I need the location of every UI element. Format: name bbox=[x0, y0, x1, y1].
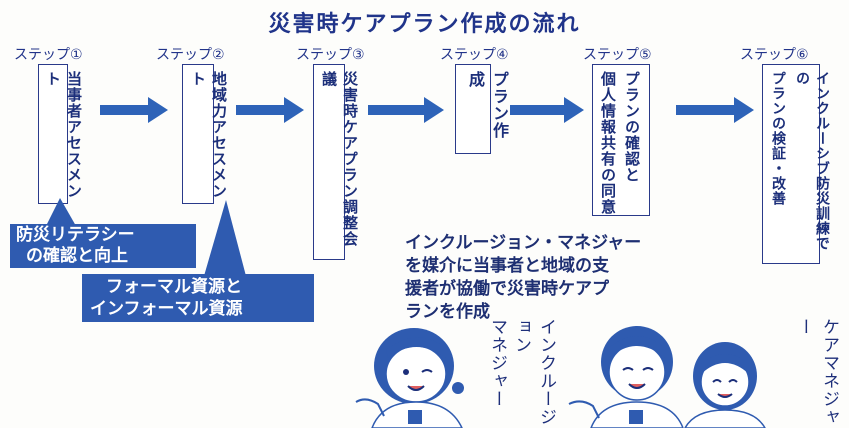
callout-literacy-pointer bbox=[46, 198, 76, 226]
inclusion-manager-illustration bbox=[355, 328, 464, 428]
role-inclusion-manager-line1: インクルージョン bbox=[511, 318, 556, 426]
step-5-text-line2: 個人情報共有の同意 bbox=[599, 71, 617, 215]
arrow-4-to-5 bbox=[510, 97, 584, 123]
role-care-manager: ケアマネジャー bbox=[794, 318, 839, 426]
step-1-text: 当事者アセスメント bbox=[44, 71, 83, 199]
arrow-2-to-3 bbox=[236, 97, 304, 123]
step-5-label: ステップ⑤ bbox=[583, 47, 652, 63]
step-5-box: プランの確認と 個人情報共有の同意 bbox=[592, 64, 650, 216]
callout-resources-line2: インフォーマル資源 bbox=[90, 299, 243, 319]
step-1-label: ステップ① bbox=[14, 47, 83, 63]
arrow-1-to-2 bbox=[100, 97, 168, 123]
summary-line-3: 援者が協働で災害時ケアプ bbox=[405, 279, 609, 299]
step-3-label: ステップ③ bbox=[296, 47, 365, 63]
summary-line-4: ランを作成 bbox=[405, 302, 490, 322]
callout-resources-line1: フォーマル資源と bbox=[106, 277, 242, 297]
step-3-box: 災害時ケアプラン調整会議 bbox=[313, 64, 359, 260]
step-4-box: プラン作成 bbox=[455, 64, 509, 154]
callout-resources-pointer bbox=[204, 200, 246, 276]
step-2-label: ステップ② bbox=[156, 47, 225, 63]
step-2-text: 地域力アセスメント bbox=[189, 71, 228, 199]
arrow-3-to-4 bbox=[368, 97, 444, 123]
step-4-label: ステップ④ bbox=[440, 47, 509, 63]
step-6-text-line2: プランの検証・改善 bbox=[770, 71, 786, 206]
role-inclusion-manager-line2: マネジャー bbox=[487, 318, 507, 408]
callout-literacy: 防災リテラシー の確認と向上 bbox=[10, 224, 196, 268]
care-staff-illustration bbox=[568, 326, 766, 428]
step-6-label: ステップ⑥ bbox=[740, 47, 809, 63]
summary-line-2: を媒介に当事者と地域の支 bbox=[405, 256, 609, 276]
arrow-5-to-6 bbox=[676, 97, 754, 123]
step-1-box: 当事者アセスメント bbox=[38, 64, 83, 204]
diagram-title: 災害時ケアプラン作成の流れ bbox=[268, 12, 581, 37]
step-4-text: プラン作成 bbox=[466, 71, 509, 139]
step-6-text-line1: インクルーシブ防災訓練での bbox=[794, 71, 830, 251]
summary-line-1: インクルージョン・マネジャー bbox=[405, 233, 642, 253]
step-2-box: 地域力アセスメント bbox=[182, 64, 228, 204]
step-6-box: インクルーシブ防災訓練での プランの検証・改善 bbox=[762, 64, 830, 264]
summary-text: インクルージョン・マネジャー を媒介に当事者と地域の支 援者が協働で災害時ケアプ… bbox=[405, 232, 725, 324]
callout-literacy-line1: 防災リテラシー bbox=[16, 225, 135, 245]
step-5-text-line1: プランの確認と bbox=[623, 71, 641, 183]
callout-resources: フォーマル資源と インフォーマル資源 bbox=[82, 274, 314, 322]
step-3-text: 災害時ケアプラン調整会議 bbox=[320, 71, 359, 247]
callout-literacy-line2: の確認と向上 bbox=[26, 246, 128, 266]
